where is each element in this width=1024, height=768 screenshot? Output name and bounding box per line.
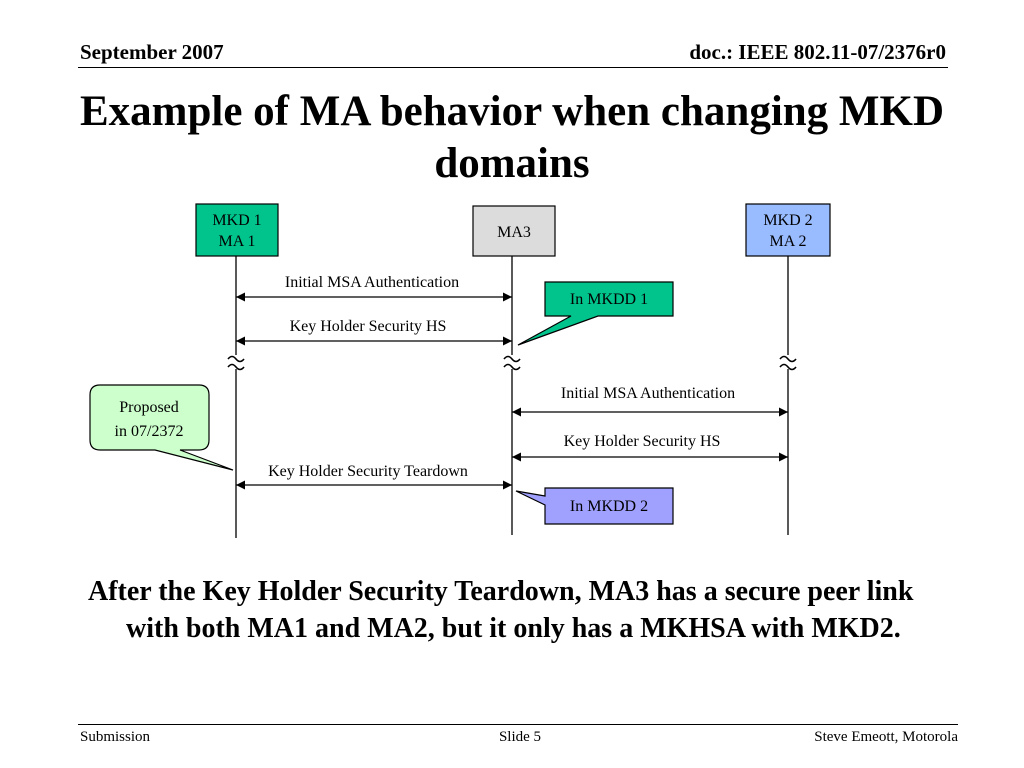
header-date: September 2007 xyxy=(80,40,224,64)
message-label-4: Key Holder Security HS xyxy=(564,433,721,450)
header-doc-id: doc.: IEEE 802.11-07/2376r0 xyxy=(689,40,946,64)
footer-slide-number: Slide 5 xyxy=(498,729,542,745)
participant-label-mkd1: MKD 1 xyxy=(212,212,261,229)
callout-proposed-line2: in 07/2372 xyxy=(115,423,184,440)
message-label-3: Initial MSA Authentication xyxy=(561,385,735,402)
slide-title: Example of MA behavior when changing MKD… xyxy=(79,88,945,187)
break-mark-mkd2 xyxy=(778,355,798,371)
callout-in-mkdd2 xyxy=(515,487,674,525)
participant-label-ma1: MA 1 xyxy=(219,233,256,250)
callout-proposed-line1: Proposed xyxy=(119,399,179,416)
participant-box-mkd2-ma2 xyxy=(745,203,831,257)
participant-label-ma2: MA 2 xyxy=(770,233,807,250)
message-label-5: Key Holder Security Teardown xyxy=(268,463,468,480)
participant-box-mkd1-ma1 xyxy=(195,203,279,257)
participant-box-ma3 xyxy=(472,205,556,257)
break-mark-mkd1 xyxy=(226,355,246,371)
message-label-1: Initial MSA Authentication xyxy=(285,274,459,291)
callout-in-mkdd1-text: In MKDD 1 xyxy=(570,291,648,308)
callout-proposed xyxy=(89,384,234,471)
participant-label-ma3: MA3 xyxy=(497,224,531,241)
footer-submission: Submission xyxy=(80,729,151,745)
callout-in-mkdd2-text: In MKDD 2 xyxy=(570,498,648,515)
footer-rule xyxy=(78,724,958,725)
participant-label-mkd2: MKD 2 xyxy=(763,212,812,229)
sequence-diagram: MKD 1 MA 1 MA3 MKD 2 MA 2 Initial MSA Au… xyxy=(89,203,831,538)
footer-author: Steve Emeott, Motorola xyxy=(814,729,958,745)
header-rule xyxy=(78,67,948,68)
body-paragraph: After the Key Holder Security Teardown, … xyxy=(88,576,914,644)
callout-in-mkdd1 xyxy=(517,281,674,346)
break-mark-ma3 xyxy=(502,355,522,371)
message-label-2: Key Holder Security HS xyxy=(290,318,447,335)
